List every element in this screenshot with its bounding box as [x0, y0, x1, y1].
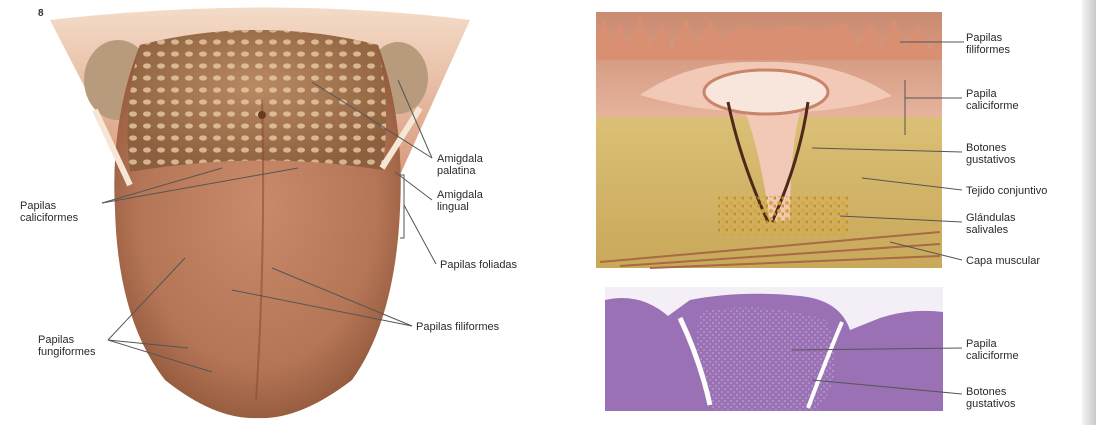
label-sec-capa-muscular: Capa muscular	[966, 255, 1040, 267]
scan-page-edge	[1082, 0, 1096, 425]
label-amigdala-palatina: Amigdala palatina	[437, 153, 483, 177]
label-papilas-filiformes: Papilas filiformes	[416, 321, 499, 333]
histology-micrograph	[605, 287, 962, 411]
lingual-tonsil-texture	[128, 30, 387, 172]
salivary-glands	[718, 196, 848, 236]
label-histo-botones-gustativos: Botones gustativos	[966, 386, 1016, 410]
label-histo-papila-caliciforme: Papila caliciforme	[966, 338, 1019, 362]
figure-number: 8	[38, 8, 44, 19]
papilla-top	[704, 70, 828, 114]
foramen-caecum	[258, 111, 266, 119]
label-papilas-caliciformes: Papilas caliciformes	[20, 200, 78, 224]
label-sec-papilas-filiformes: Papilas filiformes	[966, 32, 1010, 56]
label-amigdala-lingual: Amigdala lingual	[437, 189, 483, 213]
label-papilas-fungiformes: Papilas fungiformes	[38, 334, 95, 358]
label-sec-botones-gustativos: Botones gustativos	[966, 142, 1016, 166]
label-sec-tejido-conjuntivo: Tejido conjuntivo	[966, 185, 1047, 197]
label-papilas-foliadas: Papilas foliadas	[440, 259, 517, 271]
circumvallate-section	[596, 12, 964, 268]
leader-foliadas	[404, 205, 436, 264]
label-sec-glandulas-salivales: Glándulas salivales	[966, 212, 1016, 236]
tongue-illustration	[50, 8, 470, 419]
label-sec-papila-caliciforme: Papila caliciforme	[966, 88, 1019, 112]
